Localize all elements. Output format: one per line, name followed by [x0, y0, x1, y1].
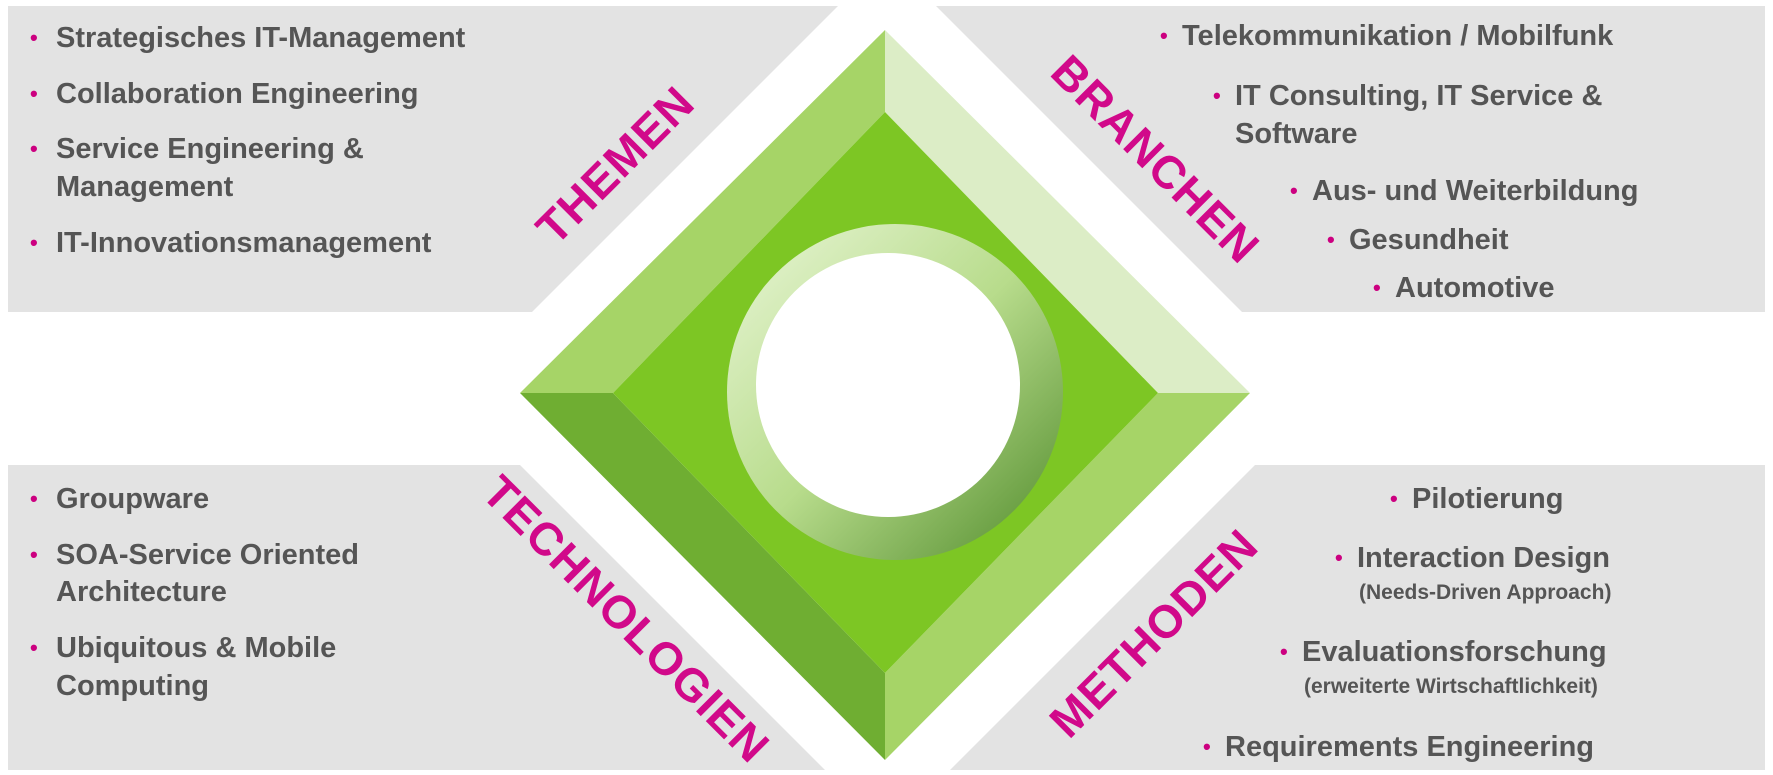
diamond-face-bottom-left [520, 393, 885, 760]
list-item: •Evaluationsforschung(erweiterte Wirtsch… [1280, 634, 1607, 701]
bullet-icon: • [30, 136, 38, 162]
panel-technologien [8, 465, 825, 770]
diamond-face-top-left [520, 30, 885, 393]
list-item: •Requirements Engineering [1203, 731, 1595, 763]
bullet-icon: • [1390, 486, 1398, 511]
bullet-icon: • [1160, 23, 1168, 48]
list-item: •Telekommunikation / Mobilfunk [1160, 20, 1614, 52]
list-item: •Collaboration Engineering [30, 77, 419, 110]
panel-themen [8, 6, 838, 312]
list-item: •Groupware [30, 483, 210, 515]
bullet-icon: • [1213, 83, 1221, 108]
bullet-icon: • [30, 635, 38, 661]
list-item: •Aus- und Weiterbildung [1290, 175, 1639, 207]
bullet-icon: • [1280, 639, 1288, 664]
list-item: •Pilotierung [1390, 483, 1564, 515]
bullet-icon: • [1327, 227, 1335, 252]
technologien-list: •Groupware •SOA-Service Oriented Archite… [30, 481, 450, 705]
bullet-icon: • [30, 80, 38, 106]
bullet-icon: • [30, 486, 38, 511]
list-item: •Service Engineering & Management [30, 133, 364, 204]
panel-methoden [950, 465, 1765, 770]
bullet-icon: • [30, 229, 38, 255]
list-item: •Ubiquitous & Mobile Computing [30, 632, 337, 702]
list-item: •Interaction Design(Needs-Driven Approac… [1335, 540, 1611, 607]
center-hole [756, 253, 1020, 517]
bullet-icon: • [1290, 178, 1298, 203]
bullet-icon: • [30, 541, 38, 567]
list-item: •Automotive [1373, 272, 1555, 304]
list-item: •Strategisches IT-Management [30, 22, 466, 54]
diamond-face-top-right [885, 30, 1250, 393]
themen-list: •Strategisches IT-Management •Collaborat… [30, 20, 550, 262]
bullet-icon: • [1335, 545, 1343, 570]
list-item: •SOA-Service Oriented Architecture [30, 538, 359, 609]
diamond-face-bottom-right [885, 393, 1250, 760]
bullet-icon: • [30, 25, 38, 50]
list-item-note: (erweiterte Wirtschaftlichkeit) [1304, 674, 1598, 698]
bullet-icon: • [1203, 734, 1211, 759]
list-item-note: (Needs-Driven Approach) [1359, 580, 1612, 604]
list-item: •IT-Innovationsmanagement [30, 226, 432, 259]
panel-branchen [936, 6, 1765, 312]
list-item: •IT Consulting, IT Service & Software [1213, 80, 1603, 150]
list-item: •Gesundheit [1327, 224, 1509, 256]
bullet-icon: • [1373, 275, 1381, 300]
